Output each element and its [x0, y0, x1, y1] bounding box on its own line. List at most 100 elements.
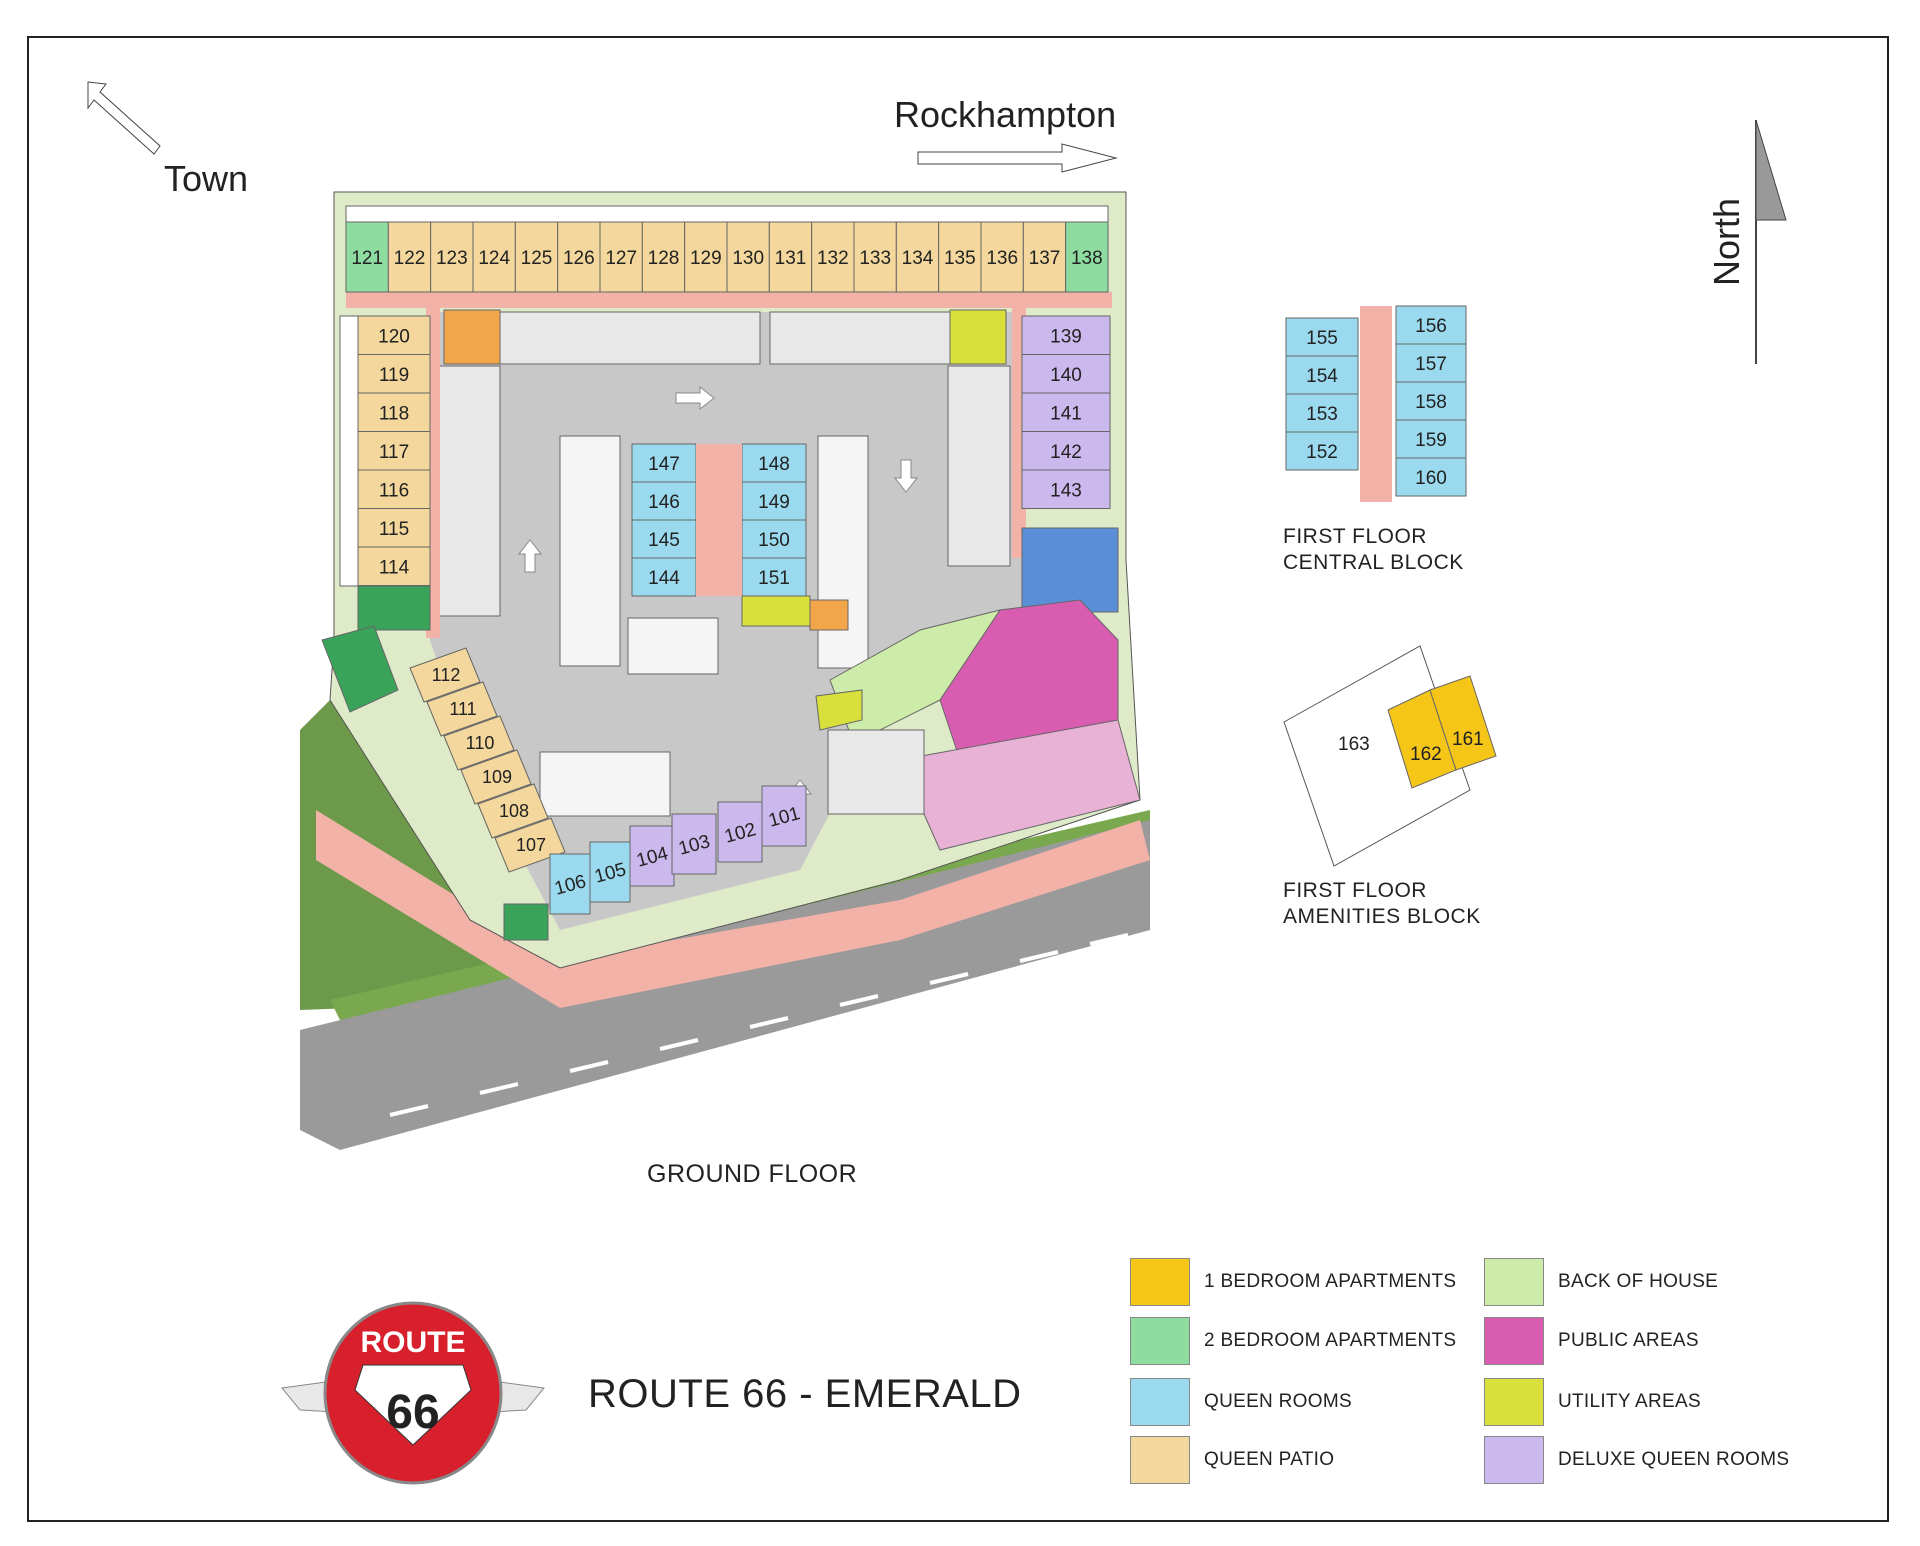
room-number: 160: [1415, 468, 1447, 489]
covered-car-parks-north-1: [499, 311, 761, 365]
guest-room: [949, 309, 1007, 365]
room-south-106: [549, 853, 591, 915]
room-number: 109: [482, 767, 512, 787]
legend-label: QUEEN ROOMS: [1204, 1391, 1352, 1412]
town-arrow: [87, 81, 161, 155]
road-lane-dash: [1089, 933, 1129, 946]
room-number: 120: [378, 326, 410, 347]
north-arrow-head: [1755, 119, 1787, 221]
room-north-124: [472, 221, 516, 293]
gym-central: [809, 599, 849, 631]
room-central-149: [741, 481, 807, 521]
room-number: 119: [379, 365, 409, 386]
room-north-123: [430, 221, 474, 293]
room-number: 117: [379, 442, 409, 463]
room-number: 163: [1338, 734, 1370, 755]
road-lane-dash: [479, 1082, 519, 1095]
room-number: 110: [466, 733, 495, 753]
legend-item-one-bedroom: 1 BEDROOM APARTMENTS: [1130, 1258, 1456, 1306]
room-number: 128: [648, 248, 680, 269]
first-floor-amenities-caption-line1: FIRST FLOOR: [1283, 879, 1427, 902]
room-southwest-111: [426, 681, 498, 737]
room-number: 136: [986, 248, 1018, 269]
room-number: 152: [1306, 442, 1338, 463]
room-north-132: [811, 221, 855, 293]
legend-swatch: [1484, 1258, 1544, 1306]
room-central-151: [741, 557, 807, 597]
room-number: 151: [758, 568, 790, 589]
room-number: 149: [758, 492, 790, 513]
traffic-arrow-south: [893, 459, 919, 493]
room-number: 150: [758, 530, 790, 551]
room-number: 135: [944, 248, 976, 269]
room-number: 146: [648, 492, 680, 513]
room-number: 134: [902, 248, 934, 269]
first-floor-central-caption: FIRST FLOOR CENTRAL BLOCK: [1283, 524, 1464, 576]
room-number: 127: [605, 248, 637, 269]
room-number: 130: [732, 248, 764, 269]
road-lane-dash: [659, 1038, 699, 1051]
utility-south: [815, 689, 863, 731]
room-number: 158: [1415, 392, 1447, 413]
pool: [1021, 527, 1119, 613]
guest-laundry: [357, 585, 431, 631]
room-first-floor-central-157: [1395, 343, 1467, 383]
room-southwest-110: [443, 715, 515, 771]
room-southwest-112: [409, 647, 481, 703]
room-number: 122: [394, 248, 426, 269]
room-first-floor-central-153: [1285, 393, 1359, 433]
room-south-104: [629, 825, 675, 887]
legend-label: BACK OF HOUSE: [1558, 1271, 1719, 1292]
room-number: 161: [1452, 729, 1484, 750]
room-east-139: [1021, 315, 1111, 355]
room-number: 111: [449, 699, 476, 719]
legend-label: 1 BEDROOM APARTMENTS: [1204, 1271, 1457, 1292]
room-number: 137: [1029, 248, 1061, 269]
room-north-121: [345, 221, 389, 293]
storage-southwest: [503, 903, 549, 941]
traffic-arrow-north-west: [517, 539, 543, 573]
rockhampton-label: Rockhampton: [894, 94, 1117, 135]
rockhampton-arrow: [917, 143, 1118, 173]
utility-central: [741, 595, 811, 627]
covered-car-parks-east: [947, 365, 1011, 567]
road-lane-dash: [1019, 950, 1059, 963]
room-north-136: [980, 221, 1024, 293]
room-number: 144: [648, 568, 680, 589]
legend: 1 BEDROOM APARTMENTS 2 BEDROOM APARTMENT…: [1130, 1258, 1830, 1498]
legend-label: 2 BEDROOM APARTMENTS: [1204, 1330, 1457, 1351]
room-north-127: [599, 221, 643, 293]
property-title: ROUTE 66 - EMERALD: [588, 1372, 1022, 1416]
room-number: 132: [817, 248, 849, 269]
legend-swatch: [1484, 1436, 1544, 1484]
parking-bays-south: [539, 751, 671, 817]
room-south-103: [671, 813, 717, 875]
room-central-148: [741, 443, 807, 483]
ground-floor-caption: GROUND FLOOR: [647, 1160, 858, 1188]
legend-label: QUEEN PATIO: [1204, 1449, 1335, 1470]
legend-swatch: [1130, 1378, 1190, 1426]
room-east-143: [1021, 469, 1111, 509]
room-number: 129: [690, 248, 722, 269]
road-lane-dash: [749, 1016, 789, 1029]
logo-shield: [354, 1364, 472, 1446]
room-north-130: [726, 221, 770, 293]
room-number: 123: [436, 248, 468, 269]
legend-swatch: [1130, 1317, 1190, 1365]
room-north-125: [514, 221, 559, 293]
room-number: 155: [1306, 328, 1338, 349]
road-lane-dash: [929, 972, 969, 985]
room-first-floor-central-152: [1285, 431, 1359, 471]
room-central-147: [631, 443, 697, 483]
logo-wordmark: ROUTE: [361, 1326, 466, 1359]
room-east-141: [1021, 392, 1111, 432]
room-number: 156: [1415, 316, 1447, 337]
traffic-arrow-east: [675, 385, 715, 411]
room-number: 148: [758, 454, 790, 475]
room-north-133: [853, 221, 897, 293]
room-number: 121: [351, 248, 383, 269]
covered-car-parks-west: [437, 365, 501, 617]
legend-swatch: [1484, 1317, 1544, 1365]
room-first-floor-central-160: [1395, 457, 1467, 497]
